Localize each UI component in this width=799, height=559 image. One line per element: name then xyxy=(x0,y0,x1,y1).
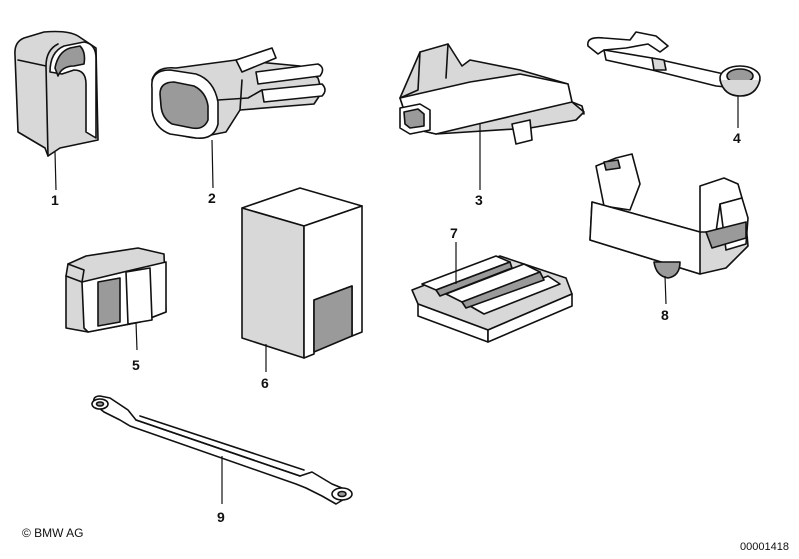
part-2-plug-housing xyxy=(151,47,326,189)
callout-6: 6 xyxy=(261,375,269,391)
callout-8: 8 xyxy=(661,307,669,323)
callout-4: 4 xyxy=(733,130,741,146)
part-1-boot-cap xyxy=(14,30,99,191)
part-8-holder-bracket xyxy=(589,153,749,305)
part-9-ground-strap xyxy=(91,395,353,505)
callout-7: 7 xyxy=(450,225,458,241)
callout-3: 3 xyxy=(475,192,483,208)
part-4-bracket xyxy=(587,31,761,128)
part-7-terminal-block xyxy=(411,242,573,343)
part-3-cover xyxy=(399,43,585,190)
copyright-text: © BMW AG xyxy=(22,526,84,540)
callout-1: 1 xyxy=(51,192,59,208)
part-6-rectangular-cap xyxy=(241,187,363,372)
document-id: 00001418 xyxy=(740,541,789,553)
callout-5: 5 xyxy=(132,357,140,373)
callout-2: 2 xyxy=(208,190,216,206)
part-5-connector-block xyxy=(65,247,167,351)
callout-9: 9 xyxy=(217,509,225,525)
